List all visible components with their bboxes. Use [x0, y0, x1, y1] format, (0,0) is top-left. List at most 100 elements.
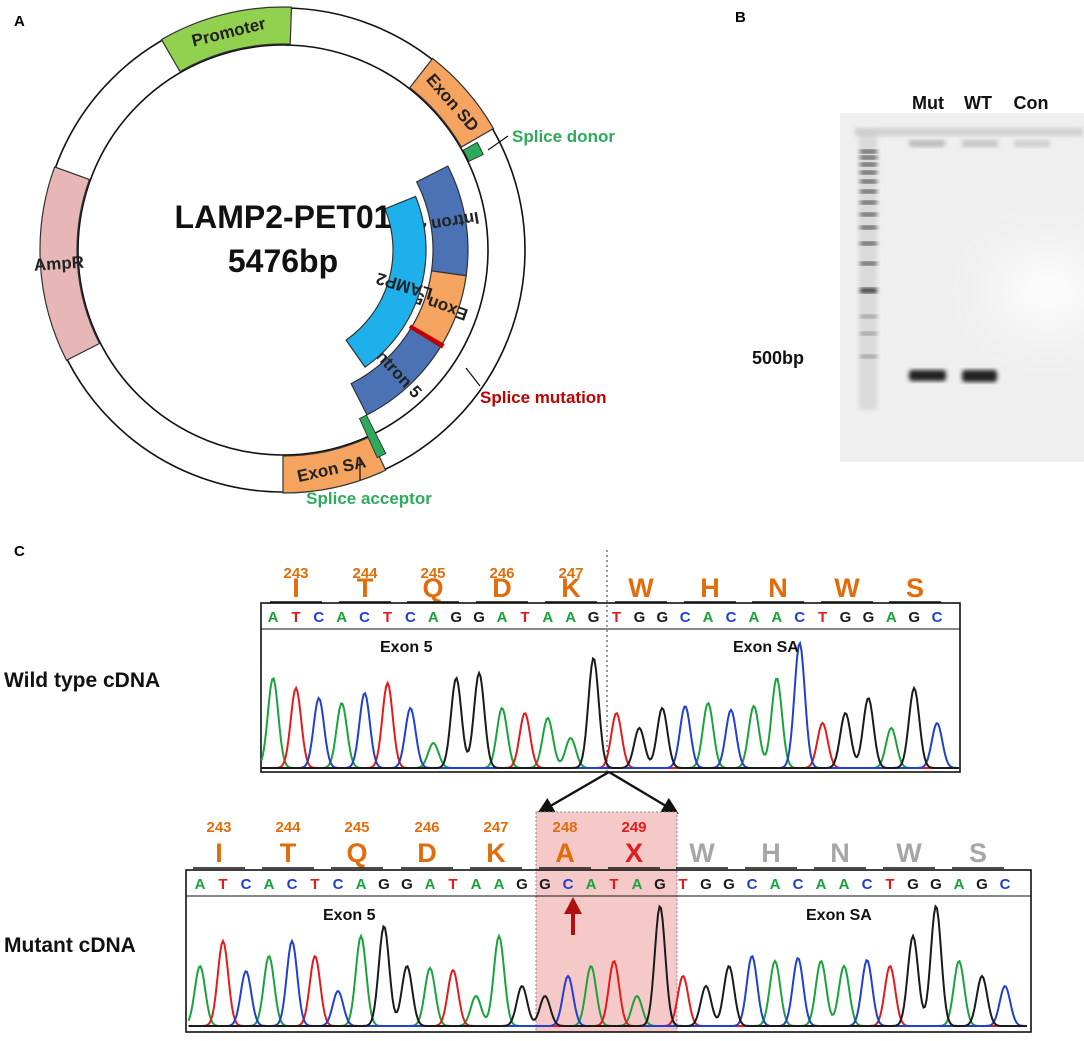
base-call: C	[333, 876, 344, 893]
ladder-band	[860, 355, 877, 358]
base-call: A	[954, 876, 965, 893]
base-call: T	[448, 876, 457, 893]
base-call: A	[268, 609, 279, 626]
base-call: G	[588, 609, 600, 626]
base-call: A	[886, 609, 897, 626]
mutant-trace-box	[185, 869, 1032, 1033]
ladder-band	[860, 163, 877, 166]
residue-number: 248	[552, 819, 577, 836]
base-call: C	[726, 609, 737, 626]
mutant-region-exon5: Exon 5	[323, 907, 376, 924]
base-call: C	[563, 876, 574, 893]
base-call: C	[287, 876, 298, 893]
base-call: G	[976, 876, 988, 893]
base-call: C	[405, 609, 416, 626]
residue-letter: Q	[422, 573, 443, 603]
base-call: C	[747, 876, 758, 893]
base-call: T	[609, 876, 618, 893]
base-call: C	[313, 609, 324, 626]
panel-letter-b: B	[735, 9, 746, 26]
residue-letter: W	[834, 573, 860, 603]
band-mut	[909, 370, 946, 381]
trace-G	[188, 904, 1027, 1027]
ladder-band	[860, 180, 877, 183]
base-call: T	[520, 609, 529, 626]
base-call: A	[425, 876, 436, 893]
splice-donor-leader	[487, 135, 509, 151]
residue-number: 245	[344, 819, 369, 836]
base-call: A	[839, 876, 850, 893]
base-call: G	[654, 876, 666, 893]
base-call: A	[565, 609, 576, 626]
base-call: A	[428, 609, 439, 626]
base-call: T	[310, 876, 319, 893]
trace-T	[188, 938, 1027, 1027]
base-call: A	[632, 876, 643, 893]
splice-mutation-mark	[408, 324, 445, 349]
plasmid-inner-ring	[77, 44, 489, 456]
base-call: T	[612, 609, 621, 626]
base-call: C	[359, 609, 370, 626]
residue-letter: I	[215, 838, 223, 868]
connector-arrow-right	[608, 770, 679, 814]
panel-letter-a: A	[14, 13, 25, 30]
residue-letter: T	[280, 838, 297, 868]
residue-letter: S	[906, 573, 924, 603]
base-call: T	[678, 876, 687, 893]
residue-letter: D	[417, 838, 437, 868]
ladder-band	[860, 262, 877, 265]
base-call: C	[862, 876, 873, 893]
base-call: T	[818, 609, 827, 626]
base-call: A	[195, 876, 206, 893]
splice-donor-label: Splice donor	[512, 127, 615, 146]
base-call: G	[378, 876, 390, 893]
residue-letter: K	[561, 573, 581, 603]
mutant-label: Mutant cDNA	[4, 934, 136, 957]
segment-lamp2	[345, 195, 427, 368]
residue-number: 246	[489, 565, 514, 582]
base-call: C	[794, 609, 805, 626]
mutation-highlight	[535, 811, 678, 1033]
ladder-band	[860, 171, 877, 174]
residue-number: 243	[283, 565, 308, 582]
segment-exon-sd	[408, 57, 495, 148]
ladder-band	[860, 226, 877, 229]
ladder-band	[860, 288, 877, 293]
panel-b: B Mut WT Con 500bp	[735, 9, 1084, 462]
panel-letter-c: C	[14, 543, 25, 560]
mutation-arrow	[564, 897, 582, 935]
base-call: A	[264, 876, 275, 893]
base-call: G	[473, 609, 485, 626]
mutant-region-exon-sa: Exon SA	[806, 907, 872, 924]
marker-500bp-label: 500bp	[752, 348, 804, 368]
base-call: A	[748, 609, 759, 626]
gel-ladder	[860, 150, 877, 358]
base-call: A	[816, 876, 827, 893]
base-call: C	[793, 876, 804, 893]
wild-type-label: Wild type cDNA	[4, 669, 160, 692]
base-call: G	[401, 876, 413, 893]
ladder-band	[860, 242, 877, 245]
residue-number: 243	[206, 819, 231, 836]
base-call: T	[383, 609, 392, 626]
base-call: G	[700, 876, 712, 893]
residue-letter: N	[830, 838, 850, 868]
residue-letter: I	[292, 573, 300, 603]
ladder-band	[860, 156, 877, 159]
splice-acceptor-mark	[358, 414, 387, 459]
base-call: G	[863, 609, 875, 626]
base-call: A	[497, 609, 508, 626]
trace-G	[261, 656, 959, 769]
residue-number: 247	[483, 819, 508, 836]
connector-arrow-left	[537, 770, 610, 814]
splice-donor-mark	[462, 141, 484, 162]
residue-letter: N	[768, 573, 788, 603]
base-call: G	[634, 609, 646, 626]
plasmid-name: LAMP2-PET01	[175, 199, 392, 235]
base-call: G	[656, 609, 668, 626]
